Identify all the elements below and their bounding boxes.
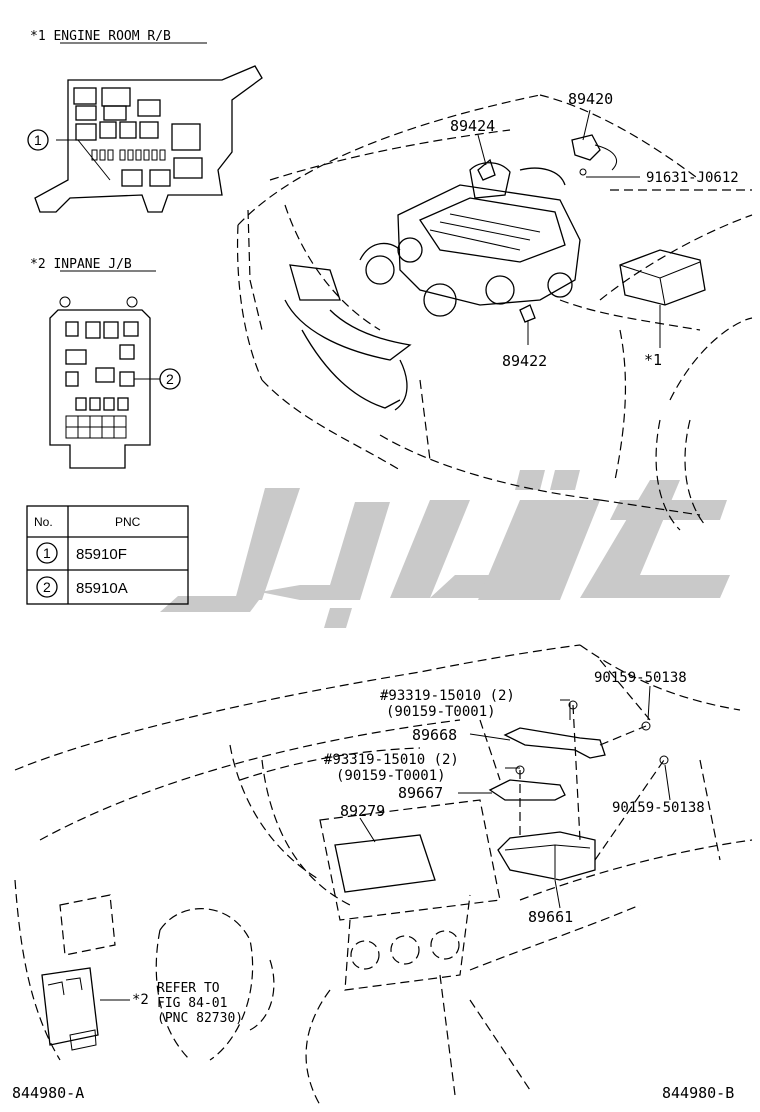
callout-bolt-a-line1: #93319-15010 (2)	[380, 688, 515, 704]
refer-line-1: REFER TO	[157, 981, 220, 996]
engine-bay-drawing	[236, 94, 753, 531]
pnc-col-no: No.	[34, 515, 53, 529]
pnc-col-pnc: PNC	[115, 515, 141, 529]
callout-89668: 89668	[412, 726, 457, 744]
dashboard-drawing	[14, 644, 753, 1106]
callout-bolt-a-line2: (90159-T0001)	[386, 704, 496, 720]
svg-text:2: 2	[166, 371, 174, 387]
callout-90159-50138-bottom: 90159-50138	[612, 800, 705, 816]
callout-89422: 89422	[502, 352, 547, 370]
svg-text:1: 1	[34, 132, 42, 148]
callout-bolt-b-line2: (90159-T0001)	[336, 768, 446, 784]
top-leader-lines	[477, 109, 661, 348]
pnc-row-2-no: 2	[43, 579, 51, 595]
logo-watermark	[160, 470, 730, 628]
pnc-row-2-pnc: 85910A	[76, 580, 128, 597]
callout-89279: 89279	[340, 802, 385, 820]
callout-89661: 89661	[528, 908, 573, 926]
engine-room-relay-block	[34, 65, 263, 213]
callout-star-1: *1	[644, 351, 662, 369]
callout-89424: 89424	[450, 117, 495, 135]
figure-code-left: 844980-A	[12, 1084, 84, 1102]
pnc-row-1-no: 1	[43, 545, 51, 561]
callout-89420: 89420	[568, 90, 613, 108]
inpane-junction-block	[49, 296, 160, 469]
callout-bolt-b-line1: #93319-15010 (2)	[324, 752, 459, 768]
refer-line-2: FIG 84-01	[157, 996, 227, 1011]
marker-1: 1	[27, 129, 49, 151]
pnc-table: No. PNC 1 85910F 2 85910A	[26, 505, 189, 605]
inpane-title: *2 INPANE J/B	[30, 257, 132, 272]
engine-room-title: *1 ENGINE ROOM R/B	[30, 29, 171, 44]
marker-2: 2	[159, 368, 181, 390]
callout-89667: 89667	[398, 784, 443, 802]
refer-line-3: (PNC 82730)	[157, 1011, 243, 1026]
callout-90159-50138-top: 90159-50138	[594, 670, 687, 686]
callout-star-2: *2	[132, 992, 149, 1008]
callout-91631-j0612: 91631-J0612	[646, 170, 739, 186]
bottom-leader-lines	[100, 685, 671, 1001]
figure-code-right: 844980-B	[662, 1084, 734, 1102]
pnc-row-1-pnc: 85910F	[76, 546, 127, 563]
